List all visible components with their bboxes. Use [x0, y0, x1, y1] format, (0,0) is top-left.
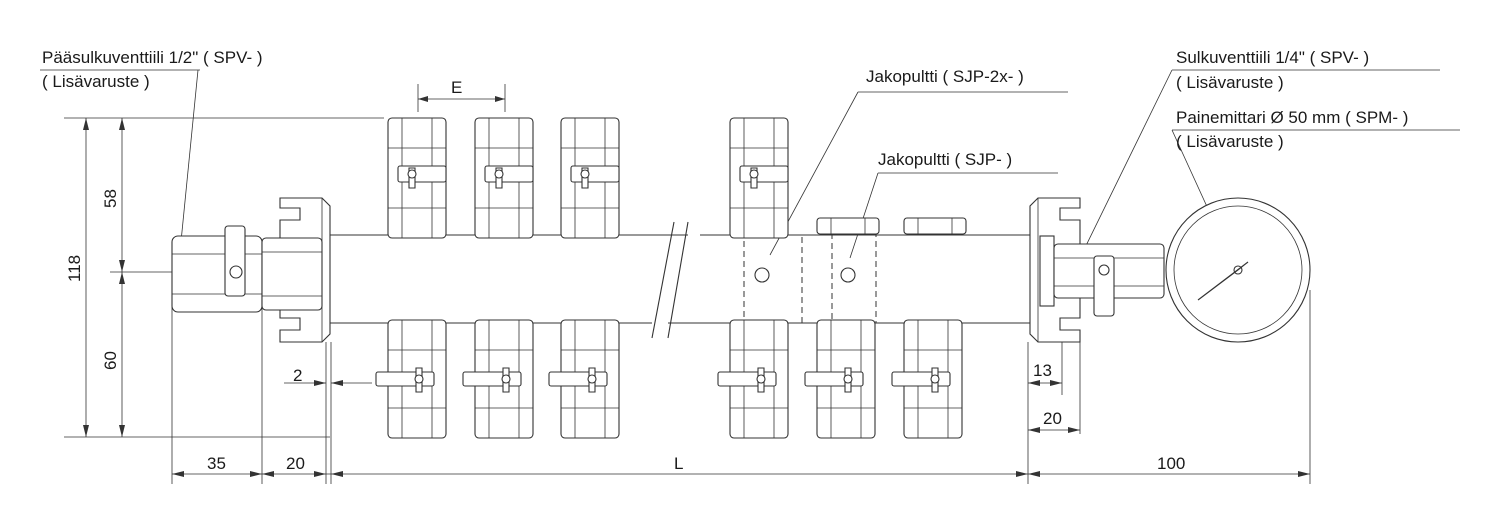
- bottom-valve: [891, 319, 963, 439]
- top-valve: [560, 117, 620, 239]
- bottom-valve: [548, 319, 620, 439]
- main-valve-note: ( Lisävaruste ): [42, 72, 150, 91]
- dim-height-total: 118: [65, 255, 84, 282]
- main-valve-label: Pääsulkuventtiili 1/2" ( SPV- ): [42, 48, 263, 67]
- dim-height-lower: 60: [101, 351, 120, 370]
- bottom-valve: [804, 319, 876, 439]
- dim-spacing: E: [451, 78, 462, 97]
- dimension-labels: E 118 58 60 2 35 20 L 13 20 100: [65, 78, 1185, 473]
- shutoff-valve-label: Sulkuventtiili 1/4" ( SPV- ): [1176, 48, 1369, 67]
- bottom-valve: [375, 319, 447, 439]
- top-valve: [729, 117, 789, 239]
- callout-labels: Pääsulkuventtiili 1/2" ( SPV- ) ( Lisäva…: [42, 48, 1408, 169]
- jakopultti-label: Jakopultti ( SJP- ): [878, 150, 1012, 169]
- gauge-note: ( Lisävaruste ): [1176, 132, 1284, 151]
- dim-flange-right: 20: [1043, 409, 1062, 428]
- top-valve: [474, 117, 534, 239]
- top-valve: [387, 117, 447, 239]
- bottom-valve: [462, 319, 534, 439]
- jakopultti-bolt: [903, 217, 967, 235]
- shutoff-valve: [1039, 235, 1165, 317]
- dim-gap: 2: [293, 366, 302, 385]
- top-bolts: [816, 217, 967, 235]
- leader-lines: [40, 69, 1460, 273]
- shutoff-valve-note: ( Lisävaruste ): [1176, 73, 1284, 92]
- jakopultti-2x-label: Jakopultti ( SJP-2x- ): [866, 67, 1024, 86]
- dim-main-valve-length: 35: [207, 454, 226, 473]
- dim-height-upper: 58: [101, 189, 120, 208]
- dim-length: L: [674, 454, 683, 473]
- gauge-label: Painemittari Ø 50 mm ( SPM- ): [1176, 108, 1408, 127]
- jakopultti-pins: [743, 234, 877, 324]
- bottom-valves: [375, 319, 963, 439]
- jakopultti-bolt: [816, 217, 880, 235]
- pressure-gauge: [1165, 197, 1311, 343]
- main-valve: [171, 225, 323, 313]
- dim-flange-left: 20: [286, 454, 305, 473]
- top-valves: [387, 117, 789, 239]
- dim-gauge-length: 100: [1157, 454, 1185, 473]
- dim-flange-right-inner: 13: [1033, 361, 1052, 380]
- bottom-valve: [717, 319, 789, 439]
- dimension-lines: [64, 84, 1311, 484]
